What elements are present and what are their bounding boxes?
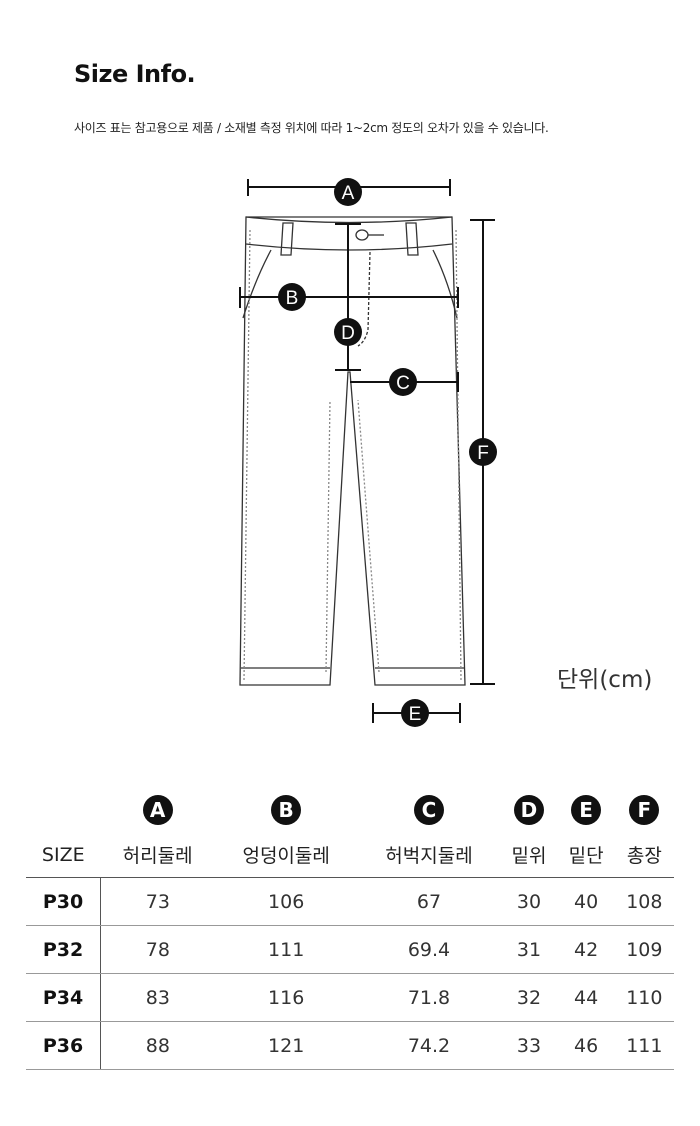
value-cell: 116 (214, 973, 358, 1022)
value-cell: 109 (614, 925, 674, 974)
value-cell: 88 (100, 1021, 215, 1070)
value-cell: 121 (214, 1021, 358, 1070)
measure-lines (239, 179, 495, 723)
size-cell: P30 (26, 877, 101, 926)
badge-c: C (414, 795, 444, 825)
col-hem: 밑단 (557, 832, 615, 878)
value-cell: 69.4 (357, 925, 501, 974)
col-rise: 밑위 (500, 832, 558, 878)
value-cell: 83 (100, 973, 215, 1022)
svg-text:F: F (477, 443, 489, 464)
col-waist: 허리둘레 (100, 832, 215, 878)
svg-text:D: D (341, 323, 355, 344)
value-cell: 46 (557, 1021, 615, 1070)
marker-d: D (334, 318, 362, 346)
marker-e: E (401, 699, 429, 727)
marker-c: C (389, 368, 417, 396)
pants-outline (239, 216, 466, 686)
unit-label: 단위(cm) (557, 667, 653, 693)
value-cell: 108 (614, 877, 674, 926)
value-cell: 33 (500, 1021, 558, 1070)
badge-d: D (513, 795, 544, 825)
marker-a: A (334, 178, 362, 206)
svg-text:A: A (342, 183, 355, 204)
col-length: 총장 (614, 832, 674, 878)
size-cell: P36 (26, 1021, 101, 1070)
badge-a: A (142, 795, 173, 825)
svg-text:B: B (286, 288, 299, 309)
value-cell: 106 (214, 877, 358, 926)
value-cell: 74.2 (357, 1021, 501, 1070)
svg-text:C: C (396, 373, 410, 394)
value-cell: 30 (500, 877, 558, 926)
pants-diagram: A B D C F E (239, 178, 497, 727)
marker-b: B (278, 283, 306, 311)
value-cell: 40 (557, 877, 615, 926)
value-cell: 32 (500, 973, 558, 1022)
value-cell: 67 (357, 877, 501, 926)
value-cell: 73 (100, 877, 215, 926)
value-cell: 111 (214, 925, 358, 974)
value-cell: 78 (100, 925, 215, 974)
value-cell: 44 (557, 973, 615, 1022)
marker-f: F (469, 438, 497, 466)
size-table: A B C D E F SIZE 허리둘레 엉덩이둘레 허벅지둘레 밑위 밑단 … (26, 788, 674, 1070)
badge-f: F (629, 795, 660, 825)
value-cell: 42 (557, 925, 615, 974)
value-cell: 31 (500, 925, 558, 974)
col-hip: 엉덩이둘레 (214, 832, 358, 878)
col-size: SIZE (26, 832, 101, 878)
svg-text:E: E (409, 704, 422, 725)
size-cell: P32 (26, 925, 101, 974)
size-note: 사이즈 표는 참고용으로 제품 / 소재별 측정 위치에 따라 1~2cm 정도… (74, 121, 549, 135)
badge-b: B (271, 795, 302, 825)
col-thigh: 허벅지둘레 (357, 832, 501, 878)
value-cell: 111 (614, 1021, 674, 1070)
page-title: Size Info. (74, 60, 196, 88)
value-cell: 71.8 (357, 973, 501, 1022)
badge-e: E (571, 795, 602, 825)
value-cell: 110 (614, 973, 674, 1022)
size-cell: P34 (26, 973, 101, 1022)
